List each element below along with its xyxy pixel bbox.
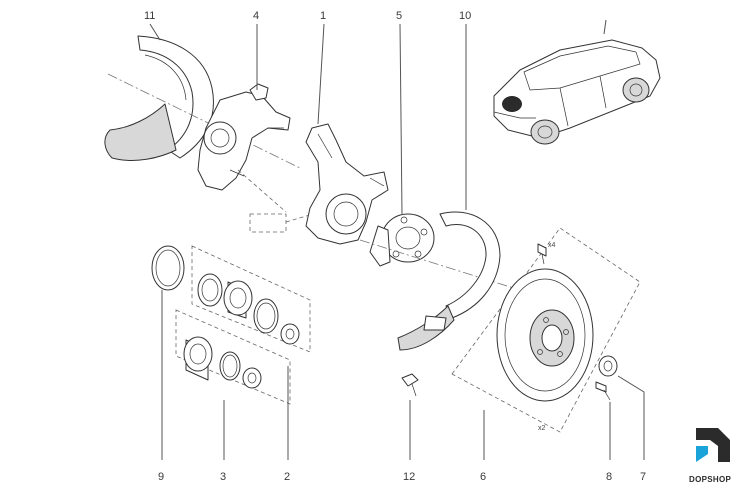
- part-6-brake-disc-kit: [451, 227, 641, 433]
- part-11-dust-shield: [104, 35, 301, 169]
- callout-2: 2: [284, 471, 290, 483]
- logo-text: DOPSHOP: [689, 475, 731, 484]
- logo-mark-dark: [696, 428, 730, 462]
- callout-5: 5: [396, 10, 402, 22]
- callout-7: 7: [640, 471, 646, 483]
- leader-lines: [149, 23, 645, 460]
- callout-11: 11: [144, 10, 155, 22]
- part-2-bearing-kit-upper: [191, 245, 311, 353]
- part-3-bearing-kit-lower: [175, 309, 291, 405]
- callout-9: 9: [158, 471, 164, 483]
- connector-placeholder: [249, 213, 287, 233]
- callout-10: 10: [459, 10, 471, 22]
- callout-4: 4: [253, 10, 259, 22]
- part-1-steering-knuckle: [305, 123, 389, 245]
- callout-3: 3: [220, 471, 226, 483]
- callout-6: 6: [480, 471, 486, 483]
- part-10-dust-shield: [397, 211, 501, 351]
- callout-1: 1: [320, 10, 326, 22]
- callout-12: 12: [403, 471, 415, 483]
- part-5-wheel-hub: [359, 213, 521, 291]
- dopshop-logo: DOPSHOP: [689, 428, 731, 484]
- qty-label-bolt-x4: x4: [548, 242, 556, 249]
- part-4-steering-knuckle: [197, 83, 291, 213]
- callout-8: 8: [606, 471, 612, 483]
- qty-label-disc-x2: x2: [538, 425, 546, 432]
- part-12-bolt: [401, 373, 419, 397]
- car-illustration: [493, 19, 661, 145]
- part-9-circlip: [151, 245, 185, 291]
- logo-mark-accent: [696, 446, 708, 462]
